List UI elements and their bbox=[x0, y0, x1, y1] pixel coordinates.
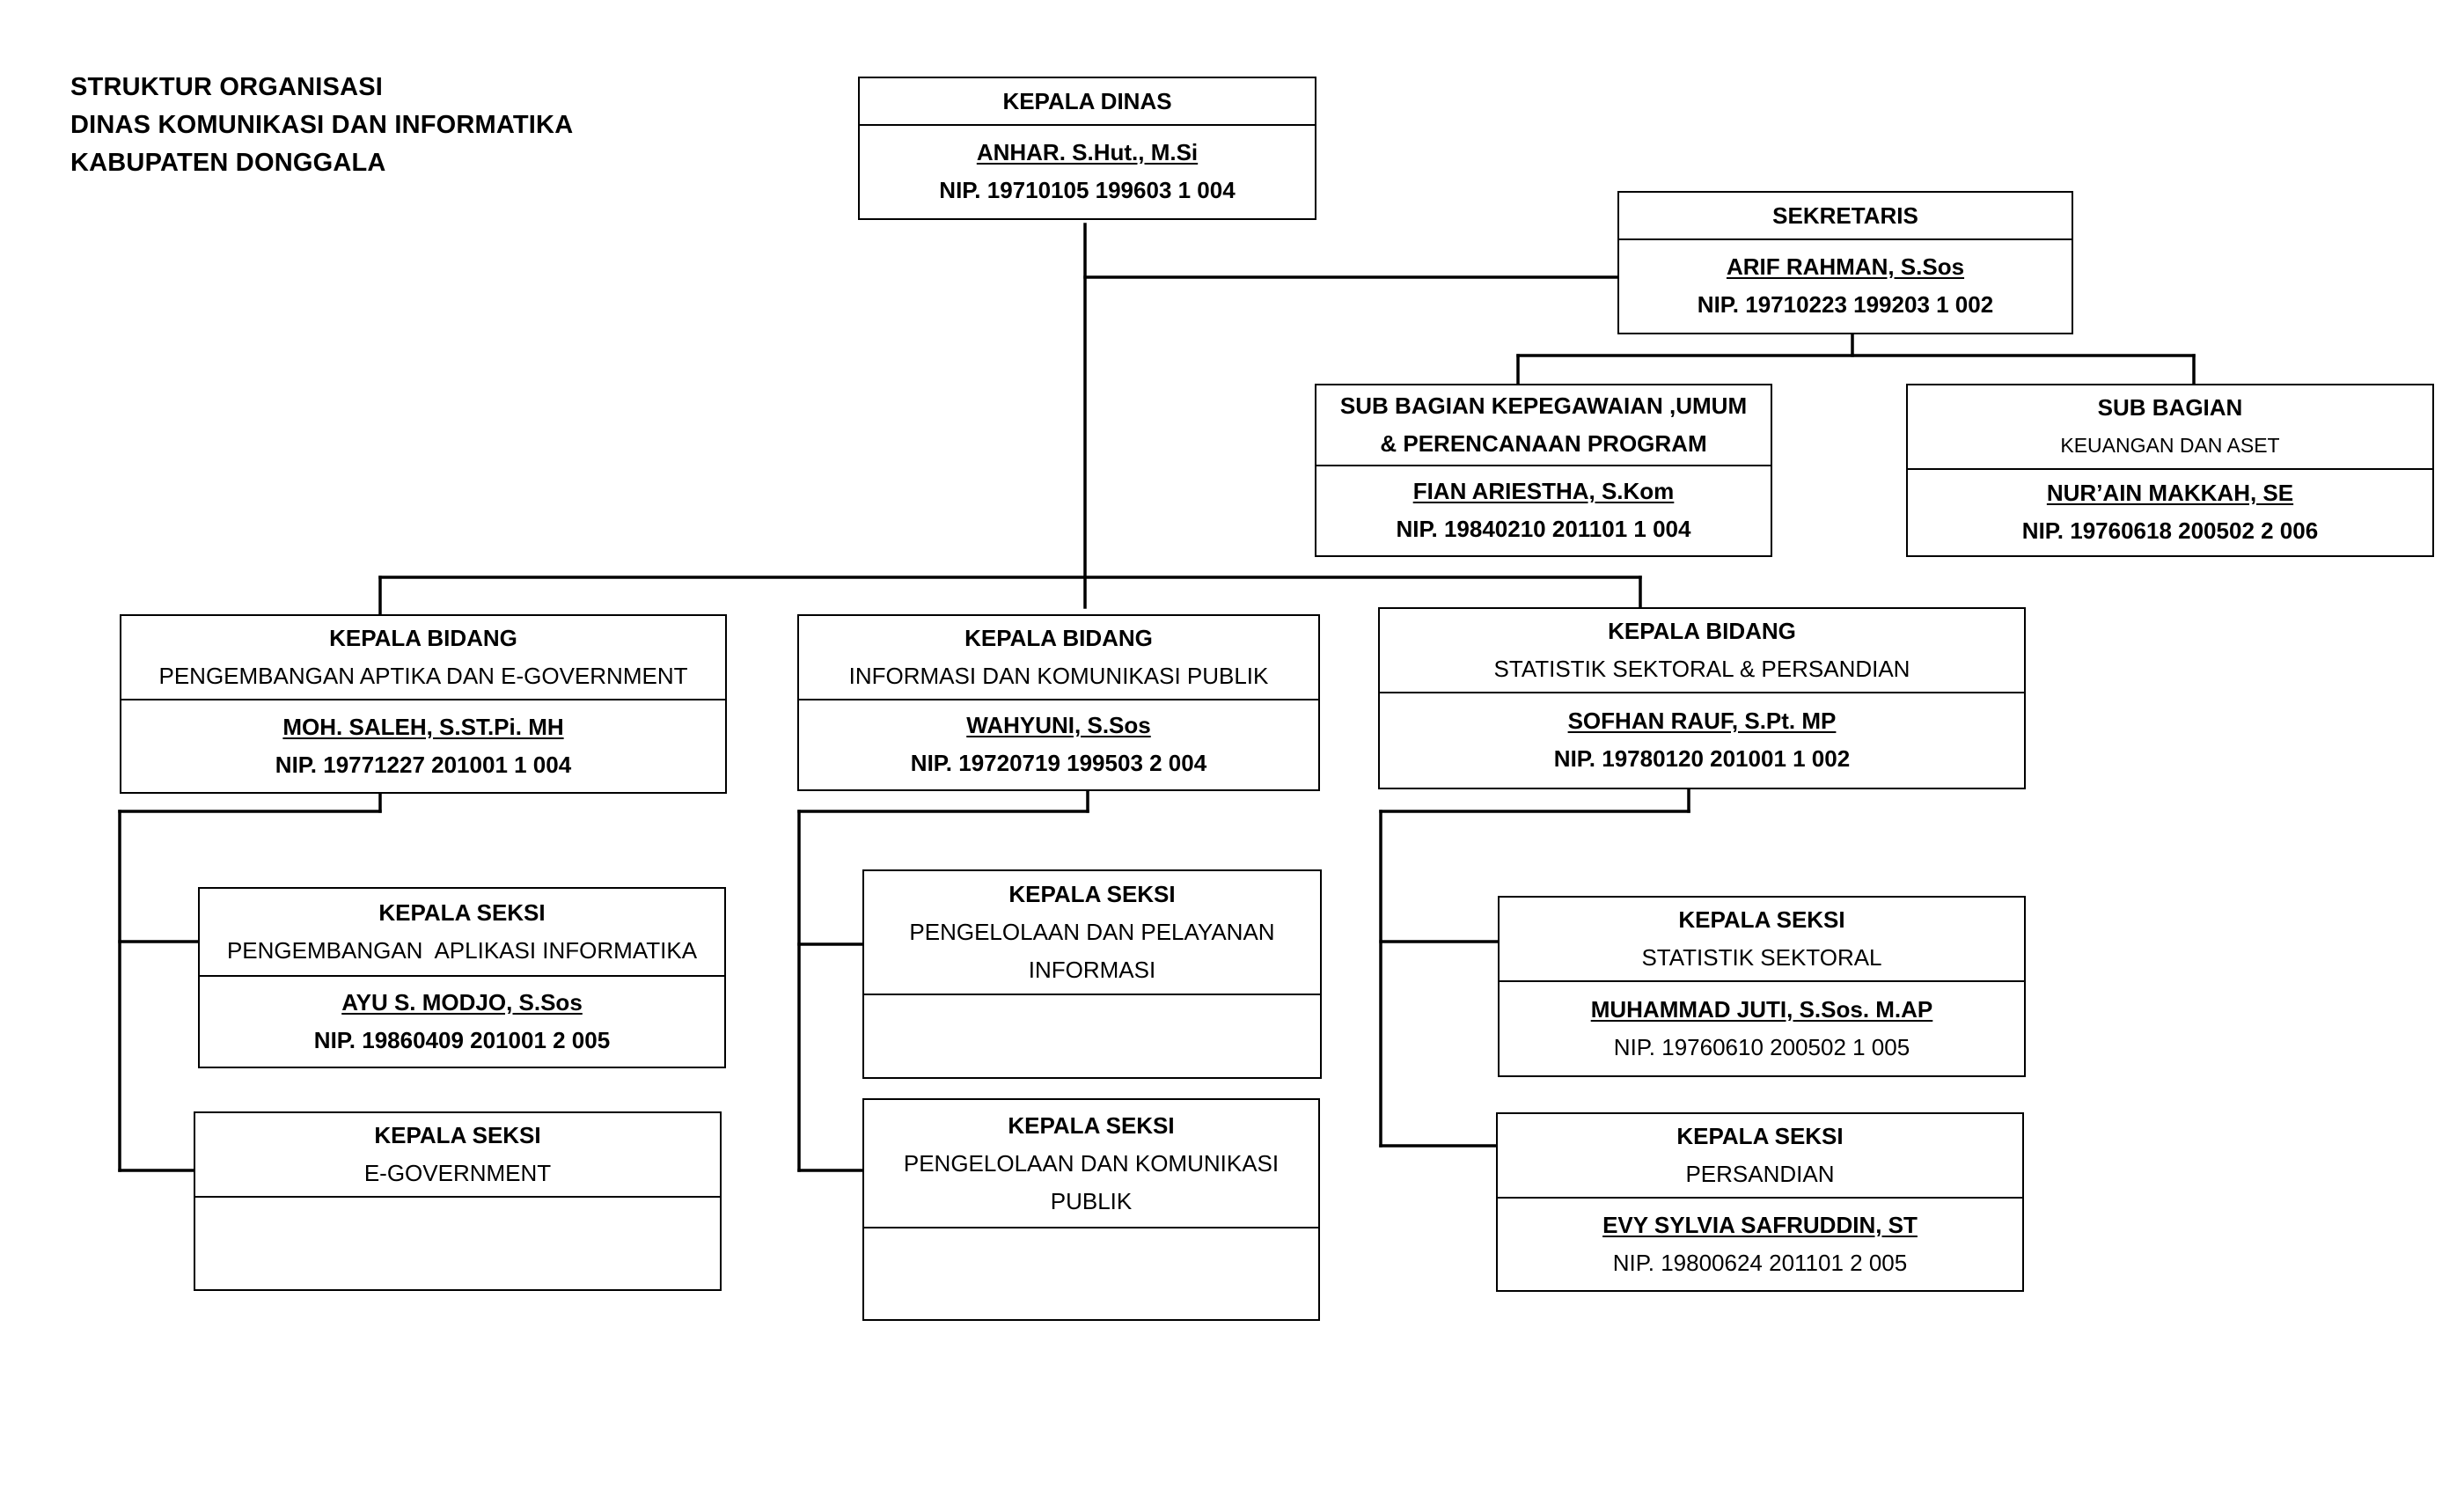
seksi-egov-box: KEPALA SEKSI E-GOVERNMENT bbox=[194, 1111, 722, 1291]
bidang-ikp-header: KEPALA BIDANG INFORMASI DAN KOMUNIKASI P… bbox=[799, 616, 1318, 700]
bidang-aptika-role: KEPALA BIDANG bbox=[329, 625, 517, 651]
seksi-aplikasi-header: KEPALA SEKSI PENGEMBANGAN APLIKASI INFOR… bbox=[200, 889, 724, 977]
seksi-persandian-header: KEPALA SEKSI PERSANDIAN bbox=[1498, 1114, 2022, 1199]
title-line-3: KABUPATEN DONGGALA bbox=[70, 149, 386, 177]
seksi-aplikasi-role: KEPALA SEKSI bbox=[378, 899, 546, 926]
seksi-persandian-box: KEPALA SEKSI PERSANDIAN EVY SYLVIA SAFRU… bbox=[1496, 1112, 2024, 1292]
seksi-pelayanan-header: KEPALA SEKSI PENGELOLAAN DAN PELAYANAN I… bbox=[864, 871, 1320, 995]
seksi-persandian-unit: PERSANDIAN bbox=[1685, 1161, 1835, 1187]
seksi-komunikasi-role: KEPALA SEKSI bbox=[1008, 1111, 1175, 1139]
kepala-dinas-body: ANHAR. S.Hut., M.Si NIP. 19710105 199603… bbox=[860, 126, 1315, 217]
sekretaris-header: SEKRETARIS bbox=[1619, 193, 2072, 240]
bidang-ikp-box: KEPALA BIDANG INFORMASI DAN KOMUNIKASI P… bbox=[797, 614, 1320, 791]
bidang-aptika-nip: NIP. 19771227 201001 1 004 bbox=[275, 751, 572, 778]
seksi-aplikasi-name: AYU S. MODJO, S.Sos bbox=[341, 988, 583, 1016]
bidang-aptika-header: KEPALA BIDANG PENGEMBANGAN APTIKA DAN E-… bbox=[121, 616, 725, 700]
bidang-ikp-name: WAHYUNI, S.Sos bbox=[966, 712, 1151, 738]
seksi-pelayanan-box: KEPALA SEKSI PENGELOLAAN DAN PELAYANAN I… bbox=[862, 869, 1322, 1079]
bidang-aptika-unit: PENGEMBANGAN APTIKA DAN E-GOVERNMENT bbox=[158, 663, 688, 689]
seksi-aplikasi-box: KEPALA SEKSI PENGEMBANGAN APLIKASI INFOR… bbox=[198, 887, 726, 1068]
bidang-statistik-body: SOFHAN RAUF, S.Pt. MP NIP. 19780120 2010… bbox=[1380, 693, 2024, 787]
subbag-kepegawaian-role-line1: SUB BAGIAN KEPEGAWAIAN ,UMUM bbox=[1339, 392, 1748, 419]
seksi-aplikasi-nip: NIP. 19860409 201001 2 005 bbox=[313, 1026, 611, 1053]
sekretaris-box: SEKRETARIS ARIF RAHMAN, S.Sos NIP. 19710… bbox=[1617, 191, 2073, 334]
bidang-ikp-unit: INFORMASI DAN KOMUNIKASI PUBLIK bbox=[848, 663, 1269, 689]
seksi-egov-role: KEPALA SEKSI bbox=[374, 1122, 541, 1148]
bidang-statistik-name: SOFHAN RAUF, S.Pt. MP bbox=[1567, 708, 1837, 734]
seksi-persandian-nip: NIP. 19800624 201101 2 005 bbox=[1612, 1249, 1908, 1276]
bidang-ikp-nip: NIP. 19720719 199503 2 004 bbox=[910, 750, 1207, 776]
kepala-dinas-box: KEPALA DINAS ANHAR. S.Hut., M.Si NIP. 19… bbox=[858, 77, 1316, 220]
title-line-1: STRUKTUR ORGANISASI bbox=[70, 73, 384, 101]
seksi-statistik-body: MUHAMMAD JUTI, S.Sos. M.AP NIP. 19760610… bbox=[1500, 982, 2024, 1074]
subbag-keuangan-header: SUB BAGIAN KEUANGAN DAN ASET bbox=[1908, 385, 2432, 470]
subbag-keuangan-box: SUB BAGIAN KEUANGAN DAN ASET NUR’AIN MAK… bbox=[1906, 384, 2434, 557]
subbag-keuangan-role: SUB BAGIAN bbox=[2097, 394, 2243, 421]
kepala-dinas-role: KEPALA DINAS bbox=[1002, 87, 1172, 114]
seksi-statistik-name: MUHAMMAD JUTI, S.Sos. M.AP bbox=[1590, 995, 1933, 1023]
seksi-statistik-unit: STATISTIK SEKTORAL bbox=[1641, 944, 1882, 971]
document-title: STRUKTUR ORGANISASI DINAS KOMUNIKASI DAN… bbox=[70, 69, 573, 182]
seksi-komunikasi-header: KEPALA SEKSI PENGELOLAAN DAN KOMUNIKASI … bbox=[864, 1100, 1318, 1228]
seksi-statistik-header: KEPALA SEKSI STATISTIK SEKTORAL bbox=[1500, 898, 2024, 982]
seksi-statistik-role: KEPALA SEKSI bbox=[1678, 906, 1845, 933]
kepala-dinas-nip: NIP. 19710105 199603 1 004 bbox=[939, 177, 1236, 203]
kepala-dinas-header: KEPALA DINAS bbox=[860, 78, 1315, 126]
seksi-persandian-role: KEPALA SEKSI bbox=[1676, 1123, 1844, 1149]
subbag-kepegawaian-role-line2: & PERENCANAAN PROGRAM bbox=[1380, 430, 1707, 457]
seksi-persandian-body: EVY SYLVIA SAFRUDDIN, ST NIP. 19800624 2… bbox=[1498, 1199, 2022, 1289]
title-line-2: DINAS KOMUNIKASI DAN INFORMATIKA bbox=[70, 111, 574, 139]
subbag-keuangan-name: NUR’AIN MAKKAH, SE bbox=[2046, 480, 2294, 506]
subbag-kepegawaian-body: FIAN ARIESTHA, S.Kom NIP. 19840210 20110… bbox=[1316, 466, 1771, 554]
seksi-komunikasi-unit-line1: PENGELOLAAN DAN KOMUNIKASI bbox=[903, 1149, 1280, 1177]
seksi-pelayanan-role: KEPALA SEKSI bbox=[1008, 881, 1176, 907]
seksi-aplikasi-unit: PENGEMBANGAN APLIKASI INFORMATIKA bbox=[226, 937, 698, 964]
seksi-pelayanan-body bbox=[864, 995, 1320, 1076]
seksi-egov-header: KEPALA SEKSI E-GOVERNMENT bbox=[195, 1113, 720, 1198]
seksi-statistik-box: KEPALA SEKSI STATISTIK SEKTORAL MUHAMMAD… bbox=[1498, 896, 2026, 1077]
seksi-egov-body bbox=[195, 1198, 720, 1288]
subbag-kepegawaian-nip: NIP. 19840210 201101 1 004 bbox=[1396, 516, 1691, 542]
subbag-kepegawaian-name: FIAN ARIESTHA, S.Kom bbox=[1412, 478, 1675, 504]
bidang-statistik-header: KEPALA BIDANG STATISTIK SEKTORAL & PERSA… bbox=[1380, 609, 2024, 693]
bidang-statistik-box: KEPALA BIDANG STATISTIK SEKTORAL & PERSA… bbox=[1378, 607, 2026, 789]
subbag-kepegawaian-header: SUB BAGIAN KEPEGAWAIAN ,UMUM & PERENCANA… bbox=[1316, 385, 1771, 466]
seksi-egov-unit: E-GOVERNMENT bbox=[363, 1160, 552, 1186]
seksi-pelayanan-unit-line2: INFORMASI bbox=[1028, 957, 1156, 983]
subbag-keuangan-unit: KEUANGAN DAN ASET bbox=[2060, 434, 2280, 457]
subbag-keuangan-body: NUR’AIN MAKKAH, SE NIP. 19760618 200502 … bbox=[1908, 470, 2432, 554]
kepala-dinas-name: ANHAR. S.Hut., M.Si bbox=[976, 139, 1199, 165]
bidang-ikp-body: WAHYUNI, S.Sos NIP. 19720719 199503 2 00… bbox=[799, 700, 1318, 788]
sekretaris-nip: NIP. 19710223 199203 1 002 bbox=[1697, 291, 1994, 318]
seksi-komunikasi-box: KEPALA SEKSI PENGELOLAAN DAN KOMUNIKASI … bbox=[862, 1098, 1320, 1321]
seksi-persandian-name: EVY SYLVIA SAFRUDDIN, ST bbox=[1602, 1211, 1918, 1238]
bidang-ikp-role: KEPALA BIDANG bbox=[964, 625, 1153, 651]
subbag-keuangan-nip: NIP. 19760618 200502 2 006 bbox=[2021, 517, 2319, 544]
sekretaris-body: ARIF RAHMAN, S.Sos NIP. 19710223 199203 … bbox=[1619, 240, 2072, 332]
bidang-aptika-box: KEPALA BIDANG PENGEMBANGAN APTIKA DAN E-… bbox=[120, 614, 727, 794]
sekretaris-role: SEKRETARIS bbox=[1772, 202, 1918, 229]
seksi-komunikasi-body bbox=[864, 1228, 1318, 1318]
bidang-aptika-body: MOH. SALEH, S.ST.Pi. MH NIP. 19771227 20… bbox=[121, 700, 725, 791]
bidang-aptika-name: MOH. SALEH, S.ST.Pi. MH bbox=[282, 713, 564, 740]
seksi-pelayanan-unit-line1: PENGELOLAAN DAN PELAYANAN bbox=[909, 919, 1275, 945]
bidang-statistik-unit: STATISTIK SEKTORAL & PERSANDIAN bbox=[1493, 656, 1910, 682]
bidang-statistik-role: KEPALA BIDANG bbox=[1608, 618, 1796, 644]
sekretaris-name: ARIF RAHMAN, S.Sos bbox=[1726, 253, 1965, 280]
seksi-statistik-nip: NIP. 19760610 200502 1 005 bbox=[1613, 1033, 1910, 1060]
seksi-aplikasi-body: AYU S. MODJO, S.Sos NIP. 19860409 201001… bbox=[200, 977, 724, 1066]
seksi-komunikasi-unit-line2: PUBLIK bbox=[1050, 1187, 1133, 1214]
bidang-statistik-nip: NIP. 19780120 201001 1 002 bbox=[1553, 745, 1851, 772]
subbag-kepegawaian-box: SUB BAGIAN KEPEGAWAIAN ,UMUM & PERENCANA… bbox=[1315, 384, 1772, 557]
